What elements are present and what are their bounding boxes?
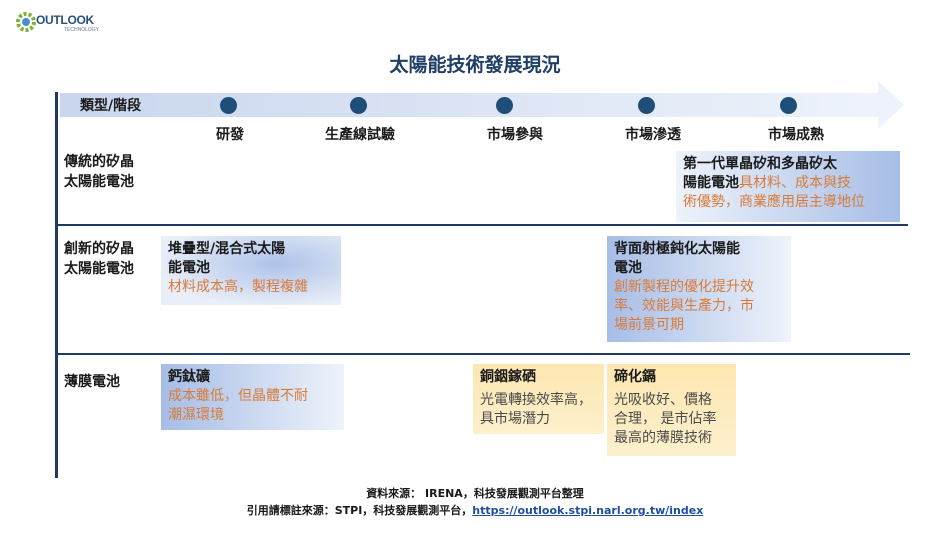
row-label-thin-film: 薄膜電池 [64,374,120,390]
stage-dot-penetration [638,97,655,114]
timeline-arrow [60,93,878,117]
outlook-logo [14,10,104,36]
source-link[interactable]: https://outlook.stpi.narl.org.tw/index [472,504,704,517]
logo-text: OUTLOOK [36,13,94,27]
source-line-2: 引用請標註來源：STPI，科技發展觀測平台，https://outlook.st… [246,504,704,517]
stage-label-pilot: 生產線試驗 [325,127,395,143]
box-stacked-hybrid: 堆疊型/混合式太陽 能電池 材料成本高，製程複雜 [161,236,341,305]
stage-dot-pilot [350,97,367,114]
axis-label: 類型/階段 [80,98,142,114]
box-cigs: 銅銦鎵硒 光電轉換效率高， 具市場潛力 [473,364,604,434]
stage-label-participation: 市場參與 [487,127,543,143]
stage-label-penetration: 市場滲透 [625,127,681,143]
row-divider-1 [58,224,908,226]
timeline-arrow-head [878,81,904,129]
box-perovskite: 鈣鈦礦 成本雖低，但晶體不耐 潮濕環境 [161,364,344,430]
stage-label-maturity: 市場成熟 [768,127,824,143]
row-divider-2 [58,353,910,355]
box-perc: 背面射極鈍化太陽能 電池 創新製程的優化提升效 率、效能與生產力，市 場前景可期 [607,236,791,342]
stage-dot-rd [220,97,237,114]
row-label-traditional: 傳統的矽晶 太陽能電池 [64,154,134,190]
stage-dot-participation [496,97,513,114]
source-line-1: 資料來源： IRENA，科技發展觀測平台整理 [366,487,584,500]
stage-label-rd: 研發 [216,127,244,143]
left-axis-line [55,92,58,478]
box-cdte: 碲化鎘 光吸收好、價格 合理， 是市佔率 最高的薄膜技術 [607,364,736,456]
row-label-innovative: 創新的矽晶 太陽能電池 [64,241,134,277]
page-title: 太陽能技術發展現況 [389,54,561,76]
gear-logo-icon [16,12,36,32]
box-mono-poly-silicon: 第一代單晶矽和多晶矽太 陽能電池具材料、成本與技 術優勢，商業應用居主導地位 [676,151,900,222]
logo-subtext: TECHNOLOGY [64,27,100,33]
stage-dot-maturity [780,97,797,114]
